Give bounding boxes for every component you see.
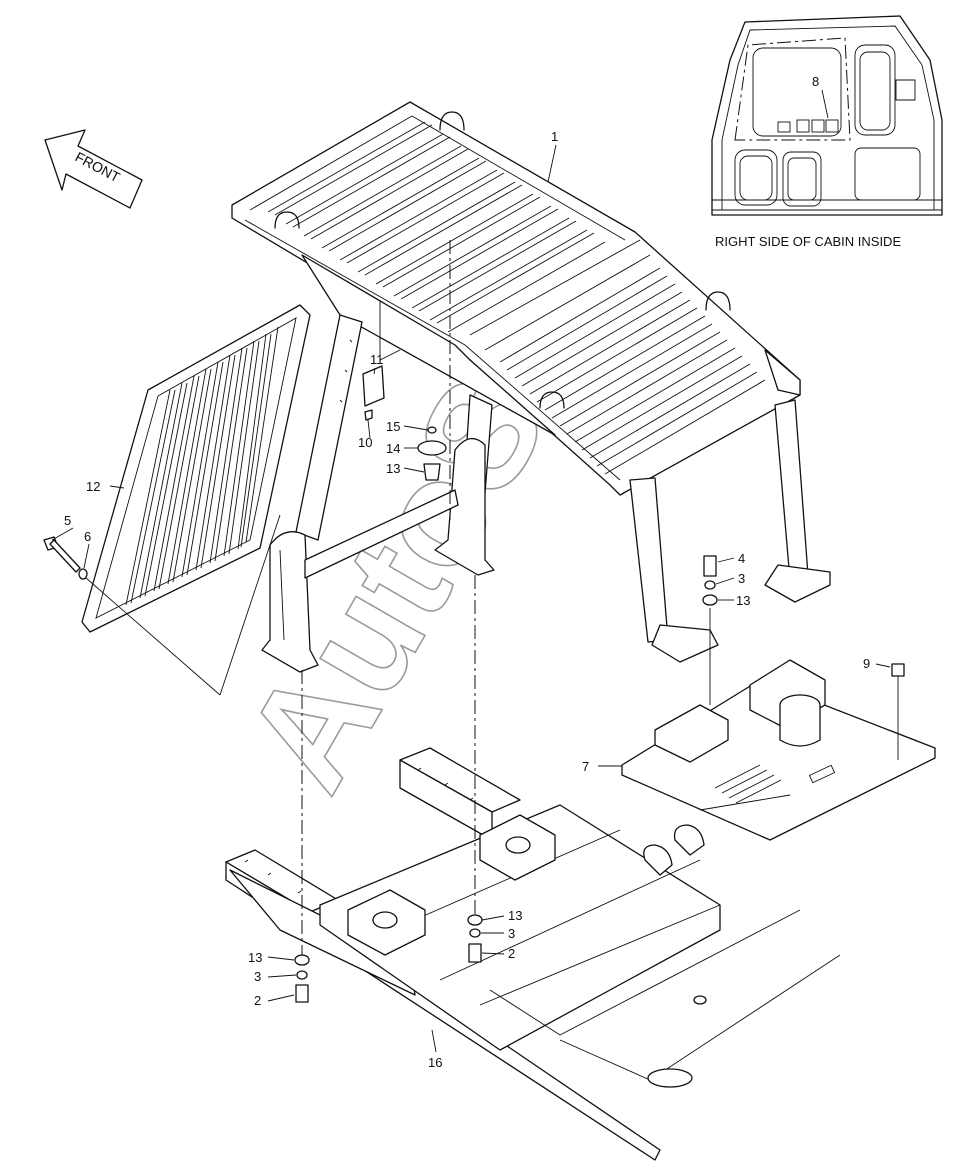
callout-7: 7 xyxy=(582,759,589,774)
callout-3-rear: 3 xyxy=(738,571,745,586)
part-15-icon xyxy=(423,463,441,481)
bolt-4-icon xyxy=(703,555,717,577)
inset-caption: RIGHT SIDE OF CABIN INSIDE xyxy=(715,234,901,249)
bolt-2-right-icon xyxy=(468,943,482,963)
callout-5: 5 xyxy=(64,513,71,528)
callout-15: 13 xyxy=(386,461,400,476)
cover-plate-11 xyxy=(362,365,385,407)
roof-posts xyxy=(261,314,831,673)
washer-3-rear-icon xyxy=(704,580,716,590)
callout-11: 11 xyxy=(370,352,384,367)
washer-13-rear-icon xyxy=(702,594,718,606)
callout-14: 16 xyxy=(428,1055,442,1070)
washer-3-right-icon xyxy=(469,928,481,938)
callout-1: 1 xyxy=(551,129,558,144)
cabin-inset: 8 RIGHT SIDE OF CABIN INSIDE xyxy=(711,15,943,249)
callout-2-right: 2 xyxy=(508,946,515,961)
front-arrow-icon: FRONT xyxy=(44,129,143,209)
bolt-2-left-icon xyxy=(295,984,309,1003)
callout-4: 4 xyxy=(738,551,745,566)
callout-3-right: 3 xyxy=(508,926,515,941)
bolt-5-icon xyxy=(43,536,81,573)
leader-lines xyxy=(51,144,891,1053)
washer-13-right-icon xyxy=(467,914,483,926)
roof-guard xyxy=(231,101,801,496)
callout-2-left: 2 xyxy=(254,993,261,1008)
washer-6-icon xyxy=(78,568,88,580)
callout-13-left: 13 xyxy=(248,950,262,965)
callout-8: 12 xyxy=(86,479,100,494)
callout-10: 10 xyxy=(358,435,372,450)
washer-13-left-icon xyxy=(294,954,310,966)
main-frame xyxy=(225,747,841,1161)
callout-13-rear: 13 xyxy=(736,593,750,608)
part-17-icon xyxy=(427,426,437,434)
callout-3-left: 3 xyxy=(254,969,261,984)
callout-9: 9 xyxy=(863,656,870,671)
callout-13-right: 13 xyxy=(508,908,522,923)
screw-10-icon xyxy=(364,409,373,421)
base-plate xyxy=(621,659,936,841)
callout-17: 15 xyxy=(386,419,400,434)
part-16-icon xyxy=(417,440,447,456)
callout-6: 6 xyxy=(84,529,91,544)
bolt-9-icon xyxy=(891,663,905,677)
side-guard xyxy=(81,304,311,633)
washer-3-left-icon xyxy=(296,970,308,980)
callout-16: 14 xyxy=(386,441,400,456)
callout-12: 8 xyxy=(812,74,819,89)
